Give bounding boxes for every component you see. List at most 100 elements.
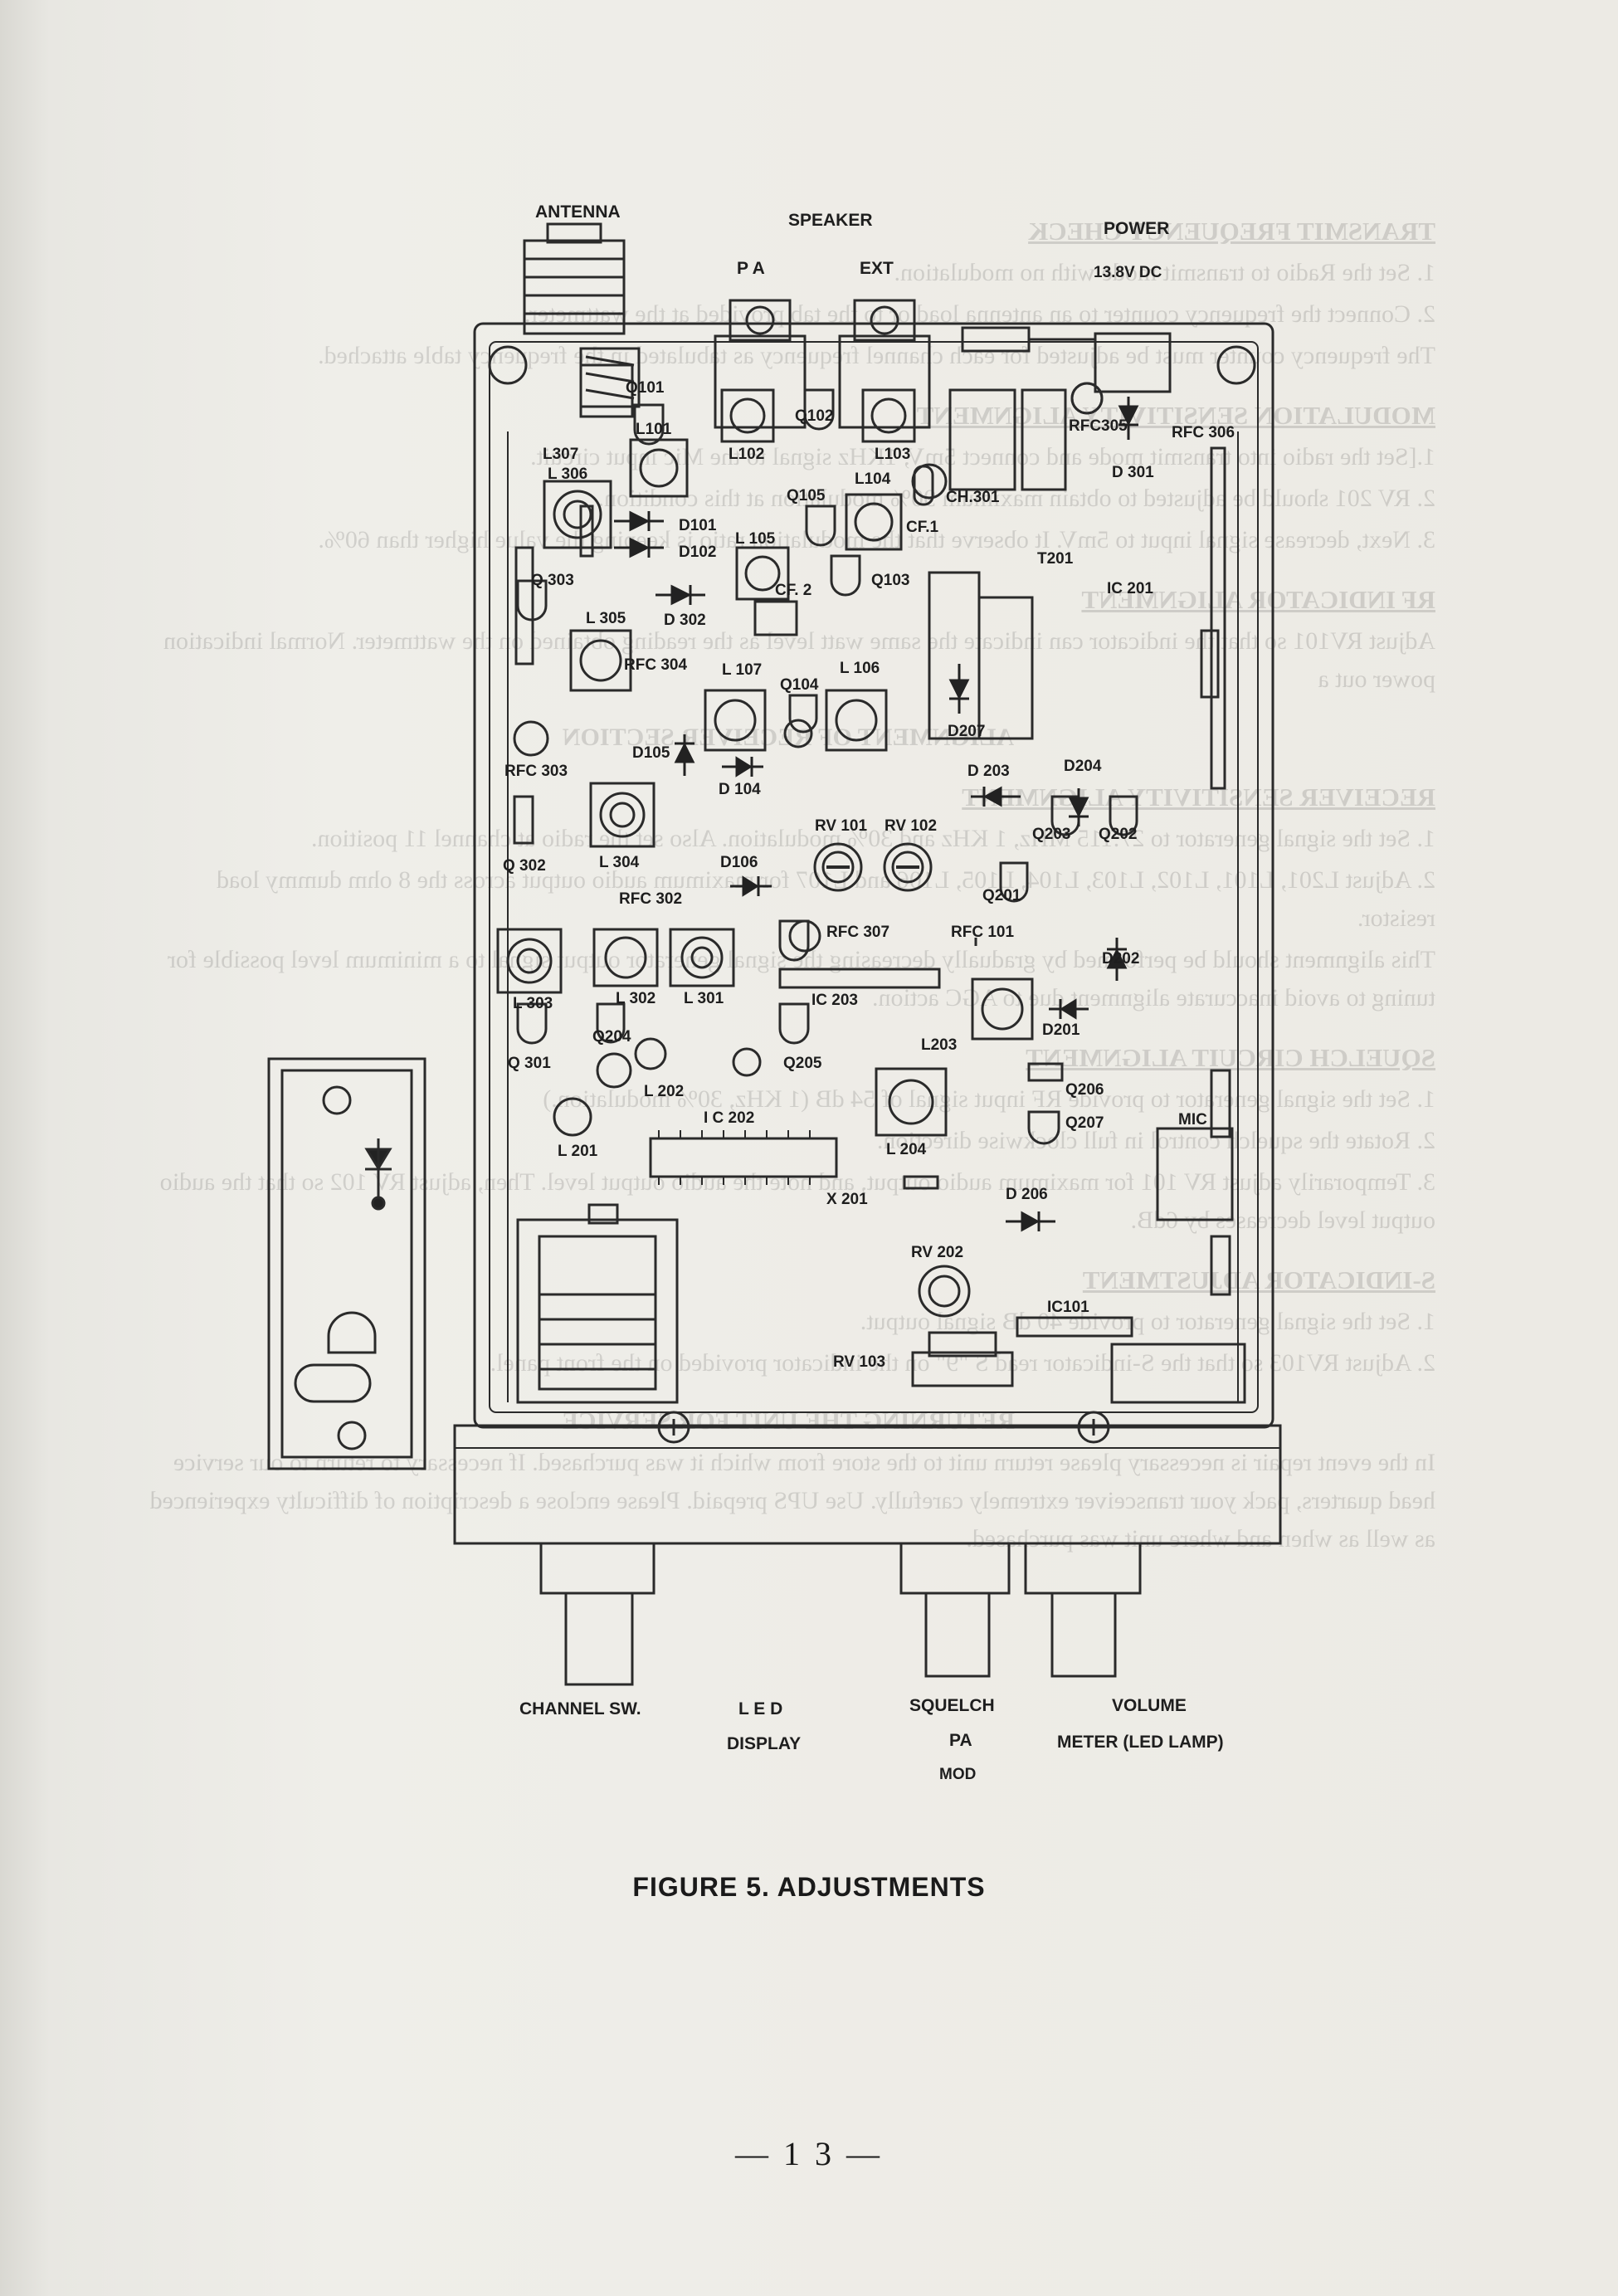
label-D204: D204 [1064, 758, 1102, 775]
coil-L305 [569, 629, 632, 692]
trimmer-RV102 [883, 842, 933, 892]
label-RV101: RV 101 [815, 817, 867, 835]
coil-L102 [720, 388, 775, 443]
label-display: DISPLAY [727, 1734, 801, 1753]
trimmer-RV202 [918, 1265, 971, 1318]
label-RFC101: RFC 101 [951, 924, 1014, 941]
label-D201: D201 [1042, 1021, 1080, 1039]
label-CF2: CF. 2 [775, 582, 811, 599]
label-Q101: Q101 [626, 379, 665, 397]
diode-set [614, 397, 1139, 1232]
page-number: — 1 3 — [735, 2135, 883, 2172]
label-Q105: Q105 [787, 487, 826, 505]
label-RFC304: RFC 304 [624, 656, 687, 674]
trimmer-RV103 [911, 1331, 1014, 1387]
label-Q205: Q205 [783, 1055, 822, 1072]
label-L106: L 106 [840, 660, 880, 677]
channel-knob [539, 1542, 655, 1686]
label-pa: P A [737, 259, 765, 278]
label-Q104: Q104 [780, 676, 819, 694]
label-ext: EXT [860, 259, 894, 278]
label-squelch-pa: PA [949, 1731, 972, 1750]
label-IC203: IC 203 [811, 992, 858, 1009]
label-CF1: CF.1 [906, 519, 939, 536]
label-Q202: Q202 [1099, 826, 1137, 843]
coil-L106 [825, 689, 888, 752]
coil-L302 [592, 928, 659, 987]
misc-parts [513, 363, 1246, 1404]
label-D207: D207 [948, 723, 985, 740]
chassis-inner [489, 341, 1259, 1413]
volume-knob [1024, 1542, 1142, 1678]
speaker-jacks [714, 299, 931, 429]
label-RFC306: RFC 306 [1172, 424, 1235, 441]
ic-IC101 [1016, 1316, 1133, 1338]
label-T201: T201 [1037, 550, 1074, 568]
label-Q302: Q 302 [503, 857, 546, 875]
label-CH301: CH.301 [946, 489, 1000, 506]
ic-pins [658, 1130, 811, 1185]
ic-IC202 [649, 1137, 838, 1178]
label-RFC302: RFC 302 [619, 890, 682, 908]
label-L304: L 304 [599, 854, 640, 871]
label-L307: L307 [543, 446, 578, 463]
label-D202: D202 [1102, 950, 1139, 968]
label-IC101: IC101 [1047, 1299, 1089, 1316]
coil-L301 [669, 928, 735, 987]
label-L102: L102 [729, 446, 764, 463]
squelch-knob [899, 1542, 1011, 1678]
label-Q102: Q102 [795, 407, 833, 425]
label-RFC303: RFC 303 [504, 763, 568, 780]
label-L103: L103 [875, 446, 910, 463]
label-squelch: SQUELCH [909, 1696, 995, 1715]
coil-L304 [589, 782, 655, 848]
label-mod: MOD [939, 1766, 976, 1783]
label-L201: L 201 [558, 1143, 598, 1160]
label-Q303: Q 303 [531, 572, 574, 589]
ic-blocks [579, 388, 1133, 1338]
label-L202: L 202 [644, 1083, 684, 1100]
transformer-T201 [928, 571, 981, 740]
coil-L306 [543, 480, 612, 549]
front-knobs [539, 1542, 1142, 1686]
label-speaker: SPEAKER [788, 211, 873, 230]
label-Q204: Q204 [592, 1028, 631, 1046]
coil-L105 [735, 546, 790, 601]
label-channel-sw: CHANNEL SW. [519, 1699, 641, 1718]
coil-set [496, 388, 1034, 1137]
label-RFC307: RFC 307 [826, 924, 889, 941]
label-Q301: Q 301 [508, 1055, 551, 1072]
coil-L303 [496, 928, 563, 994]
antenna-connector [523, 222, 641, 408]
label-meter: METER (LED LAMP) [1057, 1733, 1224, 1752]
label-L105: L 105 [735, 530, 776, 548]
label-D301: D 301 [1112, 464, 1154, 481]
label-L306: L 306 [548, 466, 587, 483]
label-RFC305: RFC305 [1069, 417, 1128, 435]
panel-screws [657, 1411, 1110, 1444]
label-L204: L 204 [886, 1141, 927, 1158]
label-Q207: Q207 [1065, 1114, 1104, 1132]
top-labels: ANTENNA SPEAKER P A EXT POWER 13.8V DC [535, 202, 1169, 281]
label-D101: D101 [679, 517, 717, 534]
coil-L104 [845, 493, 903, 551]
choke-CH301 [948, 388, 1016, 491]
trimmer-RV101 [813, 842, 863, 892]
label-D102: D102 [679, 544, 716, 561]
label-D302: D 302 [664, 612, 706, 629]
coil-L203 [971, 977, 1034, 1041]
label-power: POWER [1104, 219, 1169, 238]
label-RV103: RV 103 [833, 1353, 885, 1371]
label-MIC: MIC [1178, 1111, 1207, 1129]
channel-switch-block [516, 1203, 679, 1404]
coil-L101 [629, 438, 689, 498]
mounting-hole [488, 345, 528, 385]
label-L107: L 107 [722, 661, 762, 679]
chassis-outline [453, 322, 1282, 1545]
chassis-outer [473, 322, 1274, 1429]
coil-L201 [553, 1097, 592, 1137]
label-antenna: ANTENNA [535, 202, 621, 222]
figure-caption: FIGURE 5. ADJUSTMENTS [632, 1872, 986, 1902]
label-L302: L 302 [616, 990, 655, 1007]
